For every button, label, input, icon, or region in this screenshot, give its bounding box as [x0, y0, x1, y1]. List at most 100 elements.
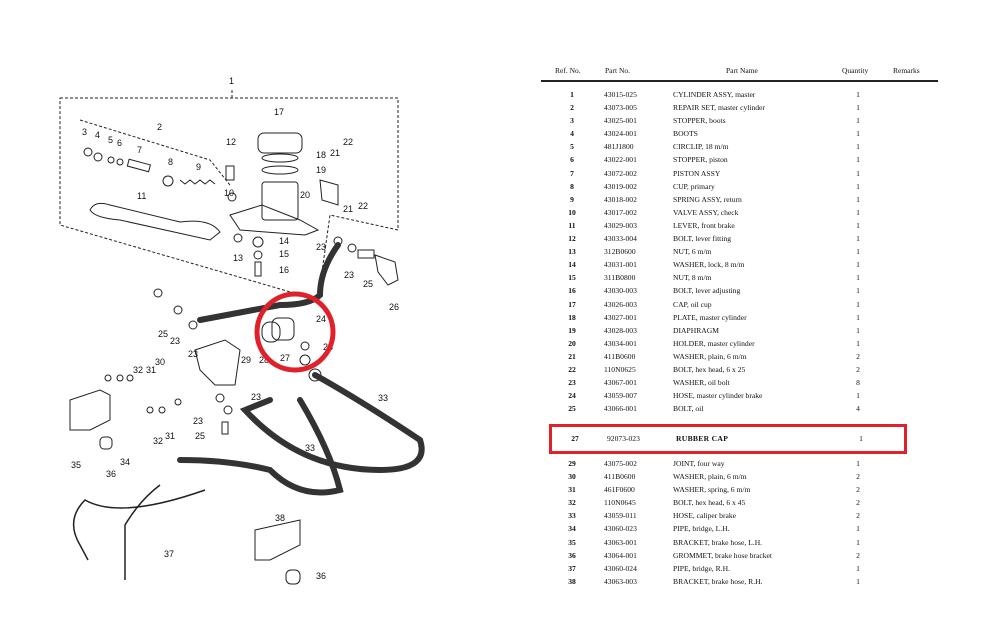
ref-no: 25 [568, 404, 576, 414]
callout-label: 22 [358, 201, 368, 211]
part-no: 43034-001 [604, 338, 637, 348]
part-no: 43017-002 [604, 207, 637, 217]
caliper-hose-right-drawing [239, 372, 425, 474]
part-name: WASHER, oil bolt [673, 378, 730, 388]
part-name: BOLT, lever adjusting [673, 286, 741, 296]
part-no: 43031-001 [604, 260, 637, 270]
highlight-circle [254, 291, 336, 373]
quantity: 1 [856, 194, 860, 204]
ref-no: 21 [568, 351, 576, 361]
quantity: 1 [856, 299, 860, 309]
callout-label: 23 [344, 270, 354, 280]
table-row-highlighted[interactable]: 27 92073-023 RUBBER CAP 1 [552, 432, 904, 445]
quantity: 1 [856, 260, 860, 270]
ref-no: 37 [568, 563, 576, 573]
part-no: 43029-003 [604, 220, 637, 230]
ref-no: 3 [570, 116, 574, 126]
caliper-hose-left-drawing [177, 397, 344, 496]
quantity: 1 [856, 312, 860, 322]
part-no: 43015-025 [604, 90, 637, 99]
callout-label: 2 [157, 122, 162, 132]
ref-no: 7 [570, 168, 574, 178]
part-no: 312B0600 [604, 247, 636, 257]
callout-label: 14 [279, 236, 289, 246]
callout-label: 16 [279, 265, 289, 275]
callout-label: 3 [82, 127, 87, 137]
brake-lever-drawing [89, 202, 221, 241]
callout-label: 6 [117, 138, 122, 148]
pipe-lh-drawing [72, 489, 206, 561]
part-no: 43026-003 [604, 299, 637, 309]
part-no: 43066-001 [604, 404, 637, 414]
part-name: WASHER, plain, 6 m/m [673, 472, 747, 482]
ref-no: 20 [568, 338, 576, 348]
callout-label: 38 [275, 513, 285, 523]
part-no: 43024-001 [604, 129, 637, 139]
header-part-no: Part No. [605, 66, 630, 75]
callout-label: 23 [170, 336, 180, 346]
callout-label: 12 [226, 137, 236, 147]
ref-no: 32 [568, 498, 576, 508]
ref-no: 17 [568, 299, 576, 309]
callout-label: 36 [316, 571, 326, 581]
part-no: 92073-023 [607, 434, 640, 443]
part-no: 43075-002 [604, 459, 637, 468]
quantity: 1 [856, 537, 860, 547]
part-no: 110N0625 [604, 364, 636, 374]
quantity: 2 [856, 364, 860, 374]
quantity: 1 [859, 434, 863, 443]
quantity: 1 [856, 325, 860, 335]
ref-no: 6 [570, 155, 574, 165]
quantity: 1 [856, 142, 860, 152]
part-name: BOLT, oil [673, 404, 704, 414]
ref-no: 31 [568, 485, 576, 495]
callout-label: 13 [233, 253, 243, 263]
part-name: NUT, 6 m/m [673, 247, 712, 257]
part-name: REPAIR SET, master cylinder [673, 103, 765, 113]
part-no: 43030-003 [604, 286, 637, 296]
part-no: 481J1800 [604, 142, 634, 152]
part-name: BOOTS [673, 129, 698, 139]
ref-no: 8 [570, 181, 574, 191]
callout-label: 10 [224, 188, 234, 198]
quantity: 1 [856, 234, 860, 244]
ref-no: 1 [570, 90, 574, 99]
part-no: 110N0645 [604, 498, 636, 508]
